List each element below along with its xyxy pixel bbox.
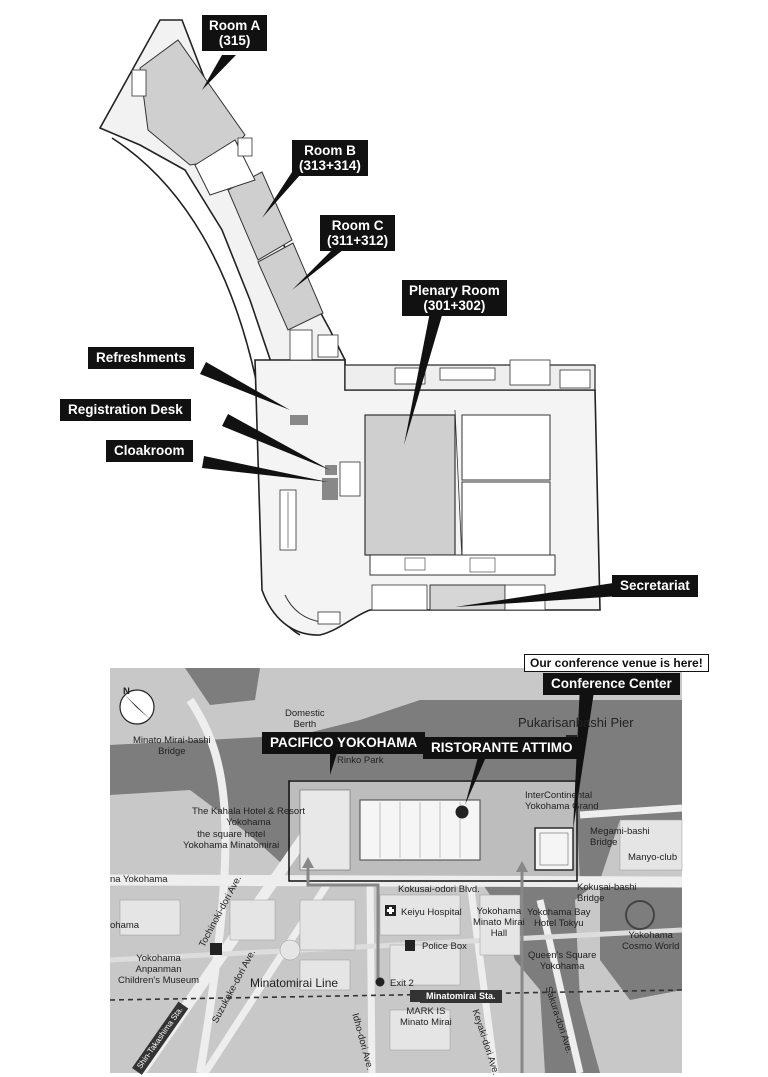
park-icon [210, 943, 222, 955]
yokohama-left2-label: ohama [110, 920, 140, 931]
area-map [109, 668, 683, 1073]
exit-2-label: Exit 2 [390, 978, 414, 989]
pacifico-yokohama-label: PACIFICO YOKOHAMA [262, 732, 426, 754]
room-c-label: Room C(311+312) [320, 215, 396, 251]
registration-desk-label: Registration Desk [60, 399, 191, 421]
compass-n-label: N [123, 686, 130, 697]
room-a-label: Room A(315) [202, 15, 268, 51]
exit-2-dot [375, 977, 385, 987]
pier-label: Pukarisanbashi Pier [518, 715, 634, 730]
police-icon [405, 940, 415, 951]
plenary-room-label: Plenary Room(301+302) [402, 280, 507, 316]
cloakroom-label: Cloakroom [106, 440, 193, 462]
compass-icon [119, 689, 155, 725]
cloakroom-marker [322, 478, 338, 500]
minatomirai-line-label: Minatomirai Line [250, 976, 339, 990]
ristorante-attimo-label: RISTORANTE ATTIMO [423, 737, 581, 759]
manyo-club-label: Manyo-club [628, 852, 678, 863]
refreshments-label: Refreshments [88, 347, 195, 369]
conference-center-label: Conference Center [543, 673, 680, 695]
minatomirai-station-label: Minatomirai Sta. [420, 990, 502, 1003]
room-c-area [257, 242, 324, 331]
police-box-label: Police Box [422, 941, 467, 952]
restaurant-dot [455, 805, 469, 819]
secretariat-area [429, 584, 506, 611]
registration-marker [325, 465, 337, 475]
floor-plan [98, 19, 620, 636]
rinko-park-label: Rinko Park [337, 755, 384, 766]
room-b-label: Room B(313+314) [292, 140, 368, 176]
secretariat-label: Secretariat [612, 575, 698, 597]
yokohama-left-label: na Yokohama [110, 874, 168, 885]
kokusai-blvd-label: Kokusai-odori Blvd. [398, 884, 480, 895]
refreshments-marker [290, 415, 308, 425]
venue-notice: Our conference venue is here! [524, 654, 709, 672]
walking-route [306, 864, 380, 980]
keiyu-hospital-label: Keiyu Hospital [401, 907, 462, 918]
plenary-room-area [364, 414, 456, 556]
